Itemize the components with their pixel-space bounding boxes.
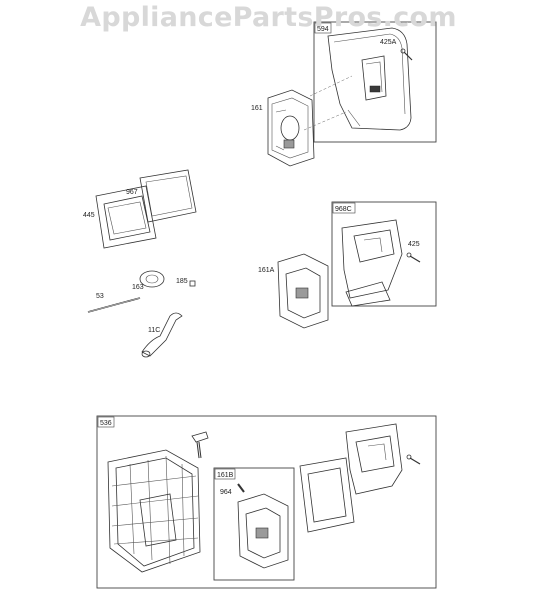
box-536 xyxy=(96,415,437,589)
label-161A: 161A xyxy=(258,267,275,274)
label-161: 161 xyxy=(251,105,263,112)
label-967: 967 xyxy=(126,189,138,196)
screw-bottom-part xyxy=(406,454,421,465)
box-594-tag xyxy=(314,22,332,34)
label-425A: 425A xyxy=(380,39,397,46)
intake-tube-part xyxy=(191,431,209,459)
watermark: AppliancePartsPros.com xyxy=(80,2,457,33)
air-filter-445 xyxy=(95,185,157,249)
box-161B xyxy=(213,467,295,581)
box-594 xyxy=(313,21,437,143)
label-968C: 968C xyxy=(335,206,352,213)
air-cleaner-base-161 xyxy=(267,89,315,167)
label-594: 594 xyxy=(317,26,329,33)
label-425: 425 xyxy=(408,241,420,248)
label-11C: 11C xyxy=(148,327,160,334)
pin-964 xyxy=(237,483,245,493)
breather-tube-11C xyxy=(141,312,183,358)
label-964: 964 xyxy=(220,489,232,496)
cover-968C-part xyxy=(341,219,403,307)
base-161A xyxy=(277,253,329,329)
wire-guard-part xyxy=(107,449,201,573)
blower-cover-part xyxy=(327,27,412,131)
label-445: 445 xyxy=(83,212,95,219)
base-161B-part xyxy=(237,493,289,569)
screw-425A xyxy=(400,48,413,61)
nut-185 xyxy=(189,280,196,287)
label-161B: 161B xyxy=(217,472,234,479)
label-536: 536 xyxy=(100,420,112,427)
gasket-163 xyxy=(139,270,165,288)
cover-bottom-part xyxy=(345,423,403,495)
screw-425 xyxy=(406,252,421,263)
label-163: 163 xyxy=(132,284,144,291)
box-968C xyxy=(331,201,437,307)
filter-bottom-part xyxy=(299,457,355,533)
stud-53 xyxy=(87,297,141,313)
pre-cleaner-967 xyxy=(139,169,197,223)
label-53: 53 xyxy=(96,293,104,300)
label-185: 185 xyxy=(176,278,188,285)
